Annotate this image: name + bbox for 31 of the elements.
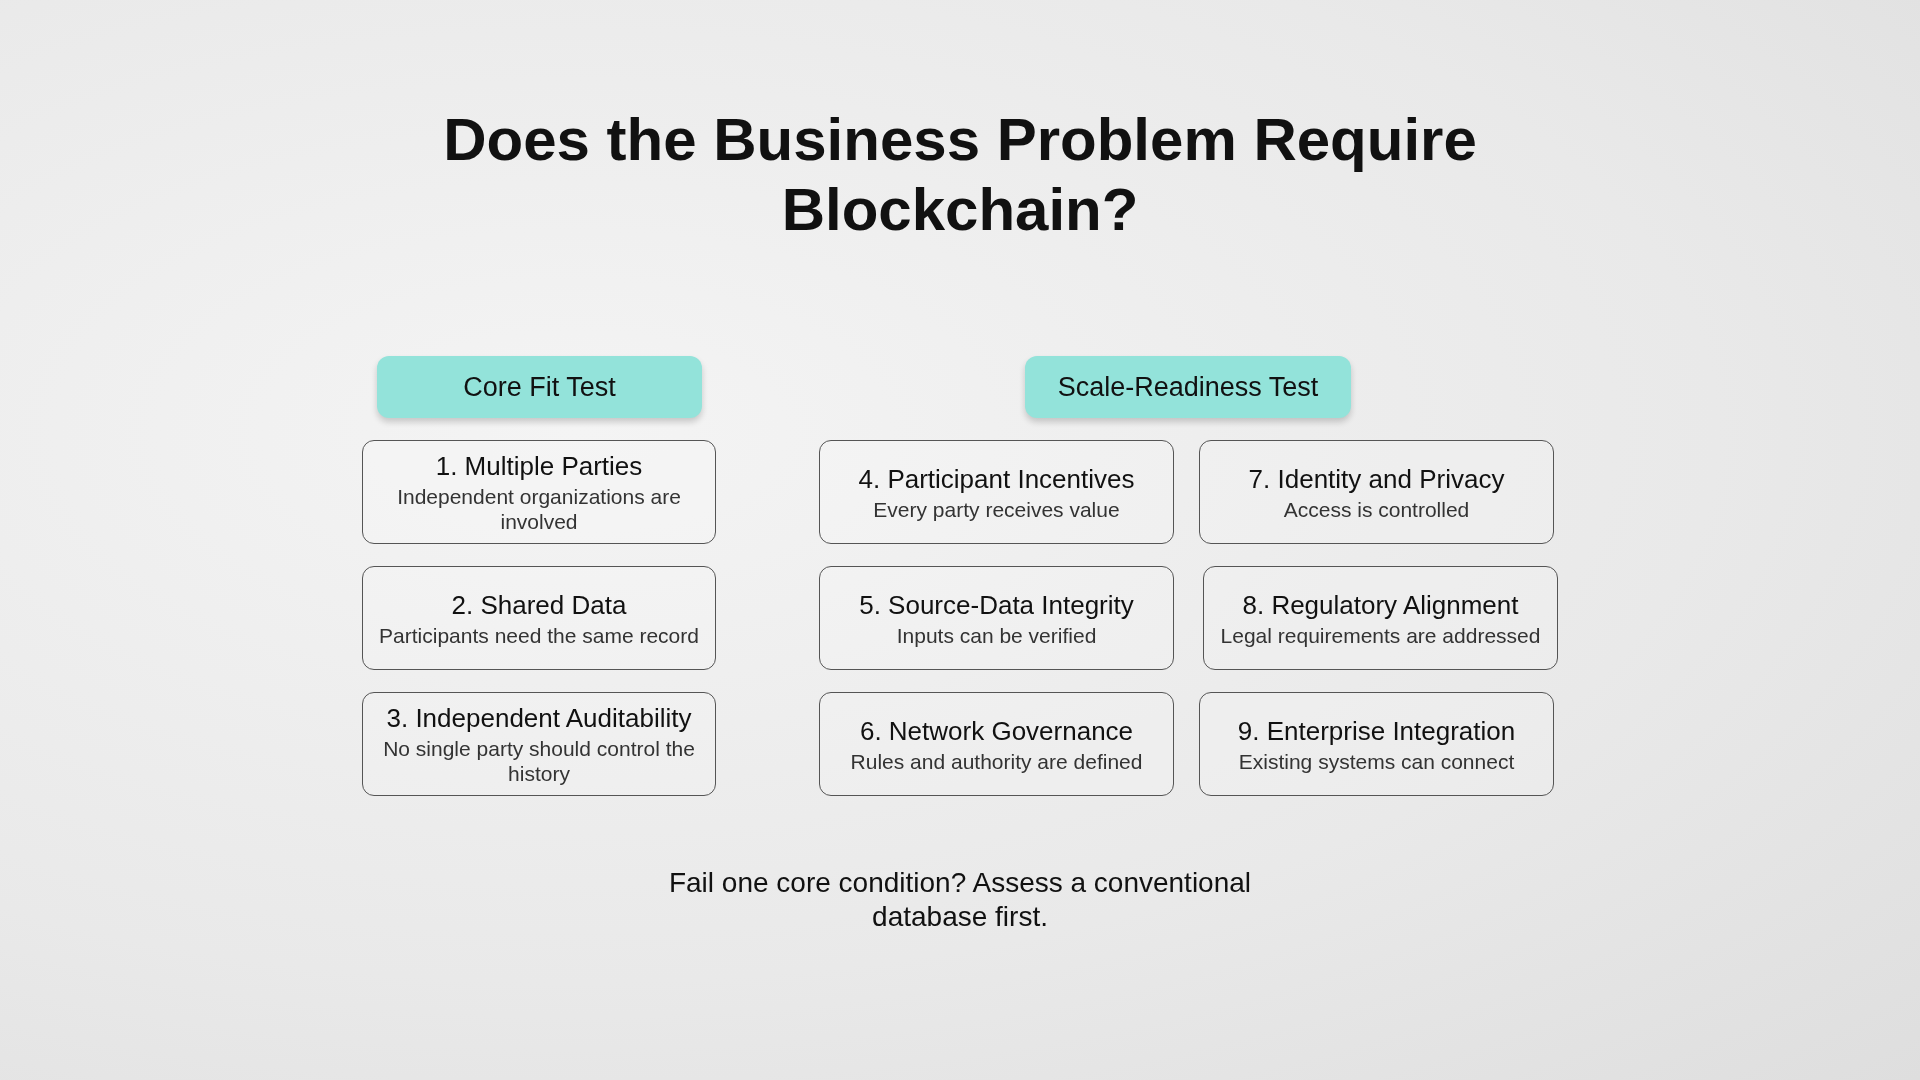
caption: Fail one core condition? Assess a conventional database first. — [667, 866, 1253, 934]
card-description: Rules and authority are defined — [850, 748, 1143, 774]
card-heading: 7. Identity and Privacy — [1248, 462, 1505, 495]
card-description: Independent organizations are involved — [396, 484, 682, 534]
criterion-card — [1199, 692, 1554, 796]
card-description: Inputs can be verified — [896, 622, 1097, 648]
card-heading: 1. Multiple Parties — [435, 450, 643, 482]
criterion-card — [1199, 440, 1554, 544]
section-header: Core Fit Test — [377, 356, 702, 418]
card-description: Access is controlled — [1283, 496, 1470, 522]
criterion-card — [819, 566, 1174, 670]
section-header: Scale-Readiness Test — [1025, 356, 1351, 418]
criterion-card — [362, 692, 716, 796]
card-heading: 4. Participant Incentives — [858, 462, 1135, 495]
title: Does the Business Problem Require Blockchain? — [442, 105, 1478, 245]
card-heading: 5. Source-Data Integrity — [859, 588, 1134, 621]
criterion-card — [819, 440, 1174, 544]
card-description: Every party receives value — [873, 496, 1120, 522]
card-heading: 3. Independent Auditability — [386, 702, 692, 734]
card-heading: 8. Regulatory Alignment — [1242, 588, 1519, 621]
criterion-card — [362, 440, 716, 544]
card-description: Existing systems can connect — [1238, 748, 1515, 774]
card-heading: 2. Shared Data — [451, 588, 627, 621]
card-description: Participants need the same record — [379, 622, 699, 648]
card-description: Legal requirements are addressed — [1220, 622, 1541, 648]
criterion-card — [819, 692, 1174, 796]
criterion-card — [362, 566, 716, 670]
criterion-card — [1203, 566, 1558, 670]
card-heading: 9. Enterprise Integration — [1237, 714, 1516, 747]
card-heading: 6. Network Governance — [859, 714, 1134, 747]
card-description: No single party should control the history — [382, 736, 696, 786]
